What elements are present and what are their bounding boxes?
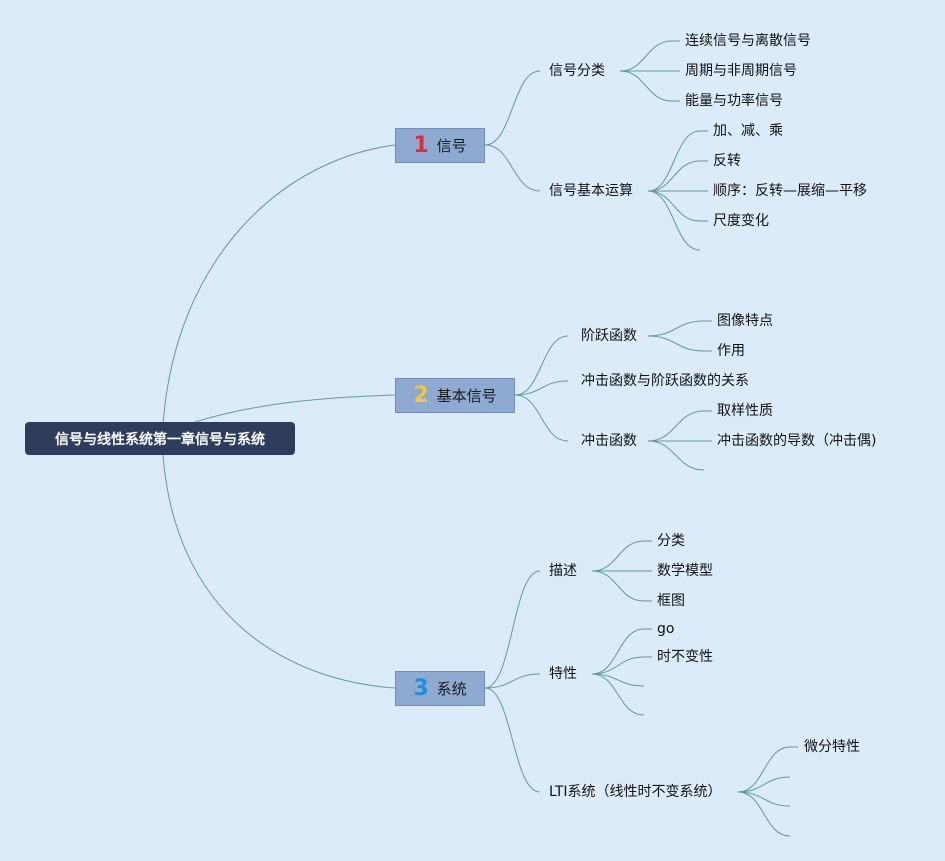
- subtopic-item[interactable]: 周期与非周期信号: [685, 63, 797, 79]
- subtopic-item[interactable]: 反转: [713, 153, 741, 169]
- topic-impulse-function[interactable]: 冲击函数: [581, 433, 637, 449]
- branch-number-3-icon: 3: [413, 676, 429, 701]
- link-b3-c0-0: [591, 540, 645, 572]
- subtopic-item[interactable]: 分类: [657, 533, 685, 549]
- link-b3-2: [484, 687, 541, 793]
- subtopic-item[interactable]: go: [657, 621, 675, 637]
- link-b1-c1-1: [647, 160, 701, 192]
- link-b2-c0-0: [647, 320, 705, 337]
- branch-label: 基本信号: [436, 387, 497, 405]
- link-root-branch-1: [162, 144, 396, 426]
- topic-signal-classification[interactable]: 信号分类: [549, 63, 605, 79]
- link-b3-c2-1: [737, 776, 791, 793]
- link-b1-c0-0: [619, 40, 673, 72]
- subtopic-item[interactable]: 连续信号与离散信号: [685, 33, 811, 49]
- branch-signal[interactable]: 1 信号: [395, 128, 485, 163]
- topic-step-function[interactable]: 阶跃函数: [581, 328, 637, 344]
- branch-number-2-icon: 2: [413, 383, 429, 408]
- link-b1-c1-3: [647, 190, 701, 222]
- link-b1-c1-0: [647, 130, 701, 192]
- subtopic-item[interactable]: 取样性质: [717, 403, 773, 419]
- link-b2-0: [514, 335, 569, 396]
- link-b3-c1-3: [591, 673, 645, 716]
- subtopic-item[interactable]: 尺度变化: [713, 213, 769, 229]
- branch-basic-signals[interactable]: 2 基本信号: [395, 378, 515, 413]
- link-b3-0: [484, 570, 541, 689]
- topic-signal-operations[interactable]: 信号基本运算: [549, 183, 633, 199]
- topic-lti-system[interactable]: LTI系统（线性时不变系统）: [549, 784, 722, 800]
- link-b3-c2-2: [737, 791, 791, 807]
- link-root-branch-2: [194, 394, 396, 423]
- link-b3-c1-0: [591, 628, 645, 675]
- link-b1-c1-4: [647, 190, 701, 251]
- link-b1-c0-2: [619, 70, 673, 102]
- link-b3-1: [484, 673, 541, 689]
- subtopic-item[interactable]: 作用: [717, 343, 745, 359]
- subtopic-item[interactable]: 图像特点: [717, 313, 773, 329]
- link-root-branch-3: [162, 454, 396, 689]
- topic-characteristics[interactable]: 特性: [549, 666, 577, 682]
- root-topic[interactable]: 信号与线性系统第一章信号与系统: [25, 422, 295, 455]
- link-b2-c0-1: [647, 335, 705, 352]
- subtopic-item[interactable]: 框图: [657, 593, 685, 609]
- link-b2-c2-2: [647, 440, 705, 471]
- branch-label: 系统: [436, 680, 467, 698]
- subtopic-item[interactable]: 时不变性: [657, 649, 713, 665]
- link-b2-2: [514, 394, 569, 442]
- link-b1-0: [484, 70, 541, 146]
- topic-impulse-step-relation[interactable]: 冲击函数与阶跃函数的关系: [581, 373, 749, 389]
- link-b3-c2-0: [737, 746, 791, 793]
- link-b1-1: [484, 144, 541, 192]
- subtopic-item[interactable]: 加、减、乘: [713, 123, 783, 139]
- link-b3-c1-1: [591, 656, 645, 675]
- link-b2-c2-0: [647, 410, 705, 442]
- root-topic-label: 信号与线性系统第一章信号与系统: [55, 431, 265, 448]
- subtopic-item[interactable]: 冲击函数的导数（冲击偶): [717, 433, 877, 449]
- subtopic-item[interactable]: 数学模型: [657, 563, 713, 579]
- link-b3-c2-3: [737, 791, 791, 837]
- branch-label: 信号: [436, 137, 467, 155]
- subtopic-item[interactable]: 微分特性: [804, 739, 860, 755]
- link-b2-1: [514, 380, 569, 396]
- branch-number-1-icon: 1: [413, 133, 429, 158]
- branch-systems[interactable]: 3 系统: [395, 671, 485, 706]
- topic-description[interactable]: 描述: [549, 563, 577, 579]
- link-b3-c0-2: [591, 570, 645, 602]
- subtopic-item[interactable]: 能量与功率信号: [685, 93, 783, 109]
- subtopic-item[interactable]: 顺序：反转—展缩—平移: [713, 183, 867, 199]
